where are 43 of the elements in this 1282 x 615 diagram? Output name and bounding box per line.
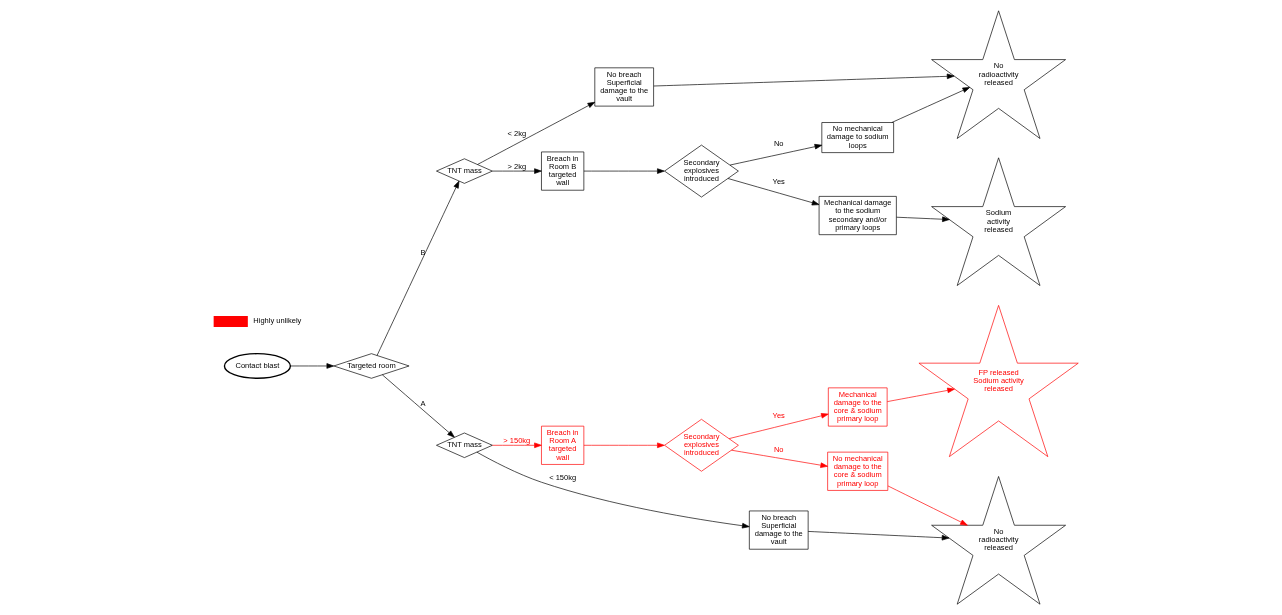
arrow xyxy=(492,168,542,174)
node-box: Breach in Room B targeted wall xyxy=(541,151,585,191)
arrow xyxy=(896,216,950,222)
edge-label: < 150kg xyxy=(549,473,577,483)
node-diamond: Secondary explosives introduced xyxy=(664,144,739,198)
legend-label: Highly unlikely xyxy=(253,316,302,326)
node-diamond: Secondary explosives introduced xyxy=(664,418,739,472)
arrow xyxy=(731,449,828,468)
edge-label: > 2kg xyxy=(507,161,527,171)
edge-label: B xyxy=(420,248,426,258)
arrow xyxy=(583,442,665,449)
node-diamond: Targeted room xyxy=(333,353,410,379)
node-box: Breach in Room A targeted wall xyxy=(541,425,585,465)
edge-label: No xyxy=(773,139,784,149)
node-box: Mechanical damage to the core & sodium primary loop xyxy=(828,387,888,427)
arrow xyxy=(492,442,542,449)
arrow xyxy=(727,178,820,206)
arrow xyxy=(729,143,823,166)
arrow xyxy=(290,363,335,369)
arrow xyxy=(653,73,955,87)
arrow xyxy=(477,101,596,165)
edge-label: < 2kg xyxy=(507,129,527,139)
edge-label: Yes xyxy=(772,176,785,186)
edge-label: > 150kg xyxy=(503,436,531,446)
edge-label: No xyxy=(773,444,784,454)
arrow xyxy=(887,485,968,526)
node-diamond: TNT mass xyxy=(436,158,493,184)
node-box: No mechanical damage to sodium loops xyxy=(821,122,894,153)
arrow xyxy=(376,180,460,356)
node-box: No mechanical damage to the core & sodium primary loop xyxy=(827,451,889,491)
edge-label: Yes xyxy=(772,410,785,420)
node-ellipse: Contact blast xyxy=(223,352,292,379)
node-box: No breach Superficial damage to the vault xyxy=(594,67,654,107)
node-box: Mechanical damage to the sodium secondary and/or primary loops xyxy=(818,196,897,235)
arrow xyxy=(891,87,971,123)
arrow xyxy=(583,168,665,174)
edge-label: A xyxy=(420,399,426,409)
arrow xyxy=(887,387,955,402)
node-box: No breach Superficial damage to the vault xyxy=(749,510,809,550)
arrow xyxy=(476,451,750,529)
arrow xyxy=(728,413,829,439)
arrow xyxy=(807,531,950,541)
arrow xyxy=(381,374,455,438)
